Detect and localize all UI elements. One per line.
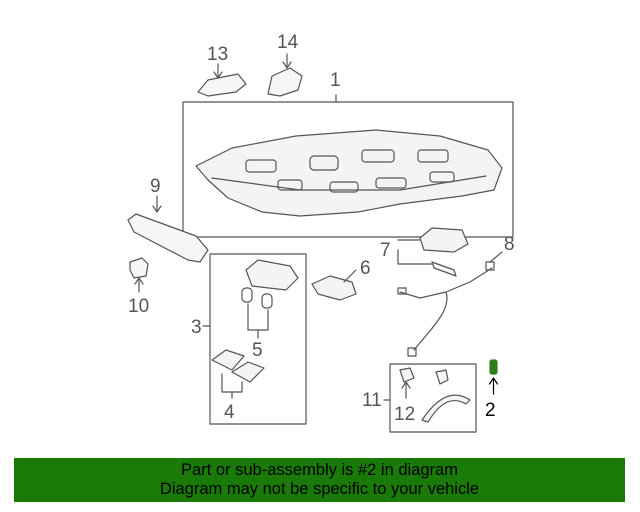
callout-14: 14 [277,32,299,53]
banner-line-2: Diagram may not be specific to your vehi… [159,480,480,498]
banner-line-1: Part or sub-assembly is #2 in diagram [181,461,458,479]
part-10-clip [129,257,149,293]
callout-3: 3 [191,317,202,338]
callout-12: 12 [394,404,415,425]
part-13-bracket [197,63,247,97]
callout-2: 2 [485,400,496,421]
callout-1: 1 [330,70,341,91]
part-7-lamp [397,227,469,277]
part-11-group [383,363,477,433]
part-8-wire-harness [397,251,503,357]
part-14-bracket [267,53,303,97]
callout-5: 5 [252,340,263,361]
callout-4: 4 [224,402,235,423]
callout-6: 6 [360,258,371,279]
callout-10: 10 [128,296,149,317]
group-box-3 [209,253,307,425]
callout-7: 7 [380,240,391,261]
diagram-notice-banner: Part or sub-assembly is #2 in diagram Di… [14,458,625,502]
group-box-11 [389,363,477,433]
headliner-box [182,101,514,238]
part-6-lamp [311,269,357,301]
part-9-sun-visor [127,195,209,263]
callout-13: 13 [207,44,228,65]
parts-diagram: 1 2 3 4 5 6 7 8 9 10 11 12 13 14 [127,32,515,433]
part-3-group [202,253,307,425]
callout-8: 8 [504,234,515,255]
callout-11: 11 [362,390,382,411]
callout-9: 9 [150,176,161,197]
headliner-part [182,94,514,238]
part-2-screw [488,359,499,395]
